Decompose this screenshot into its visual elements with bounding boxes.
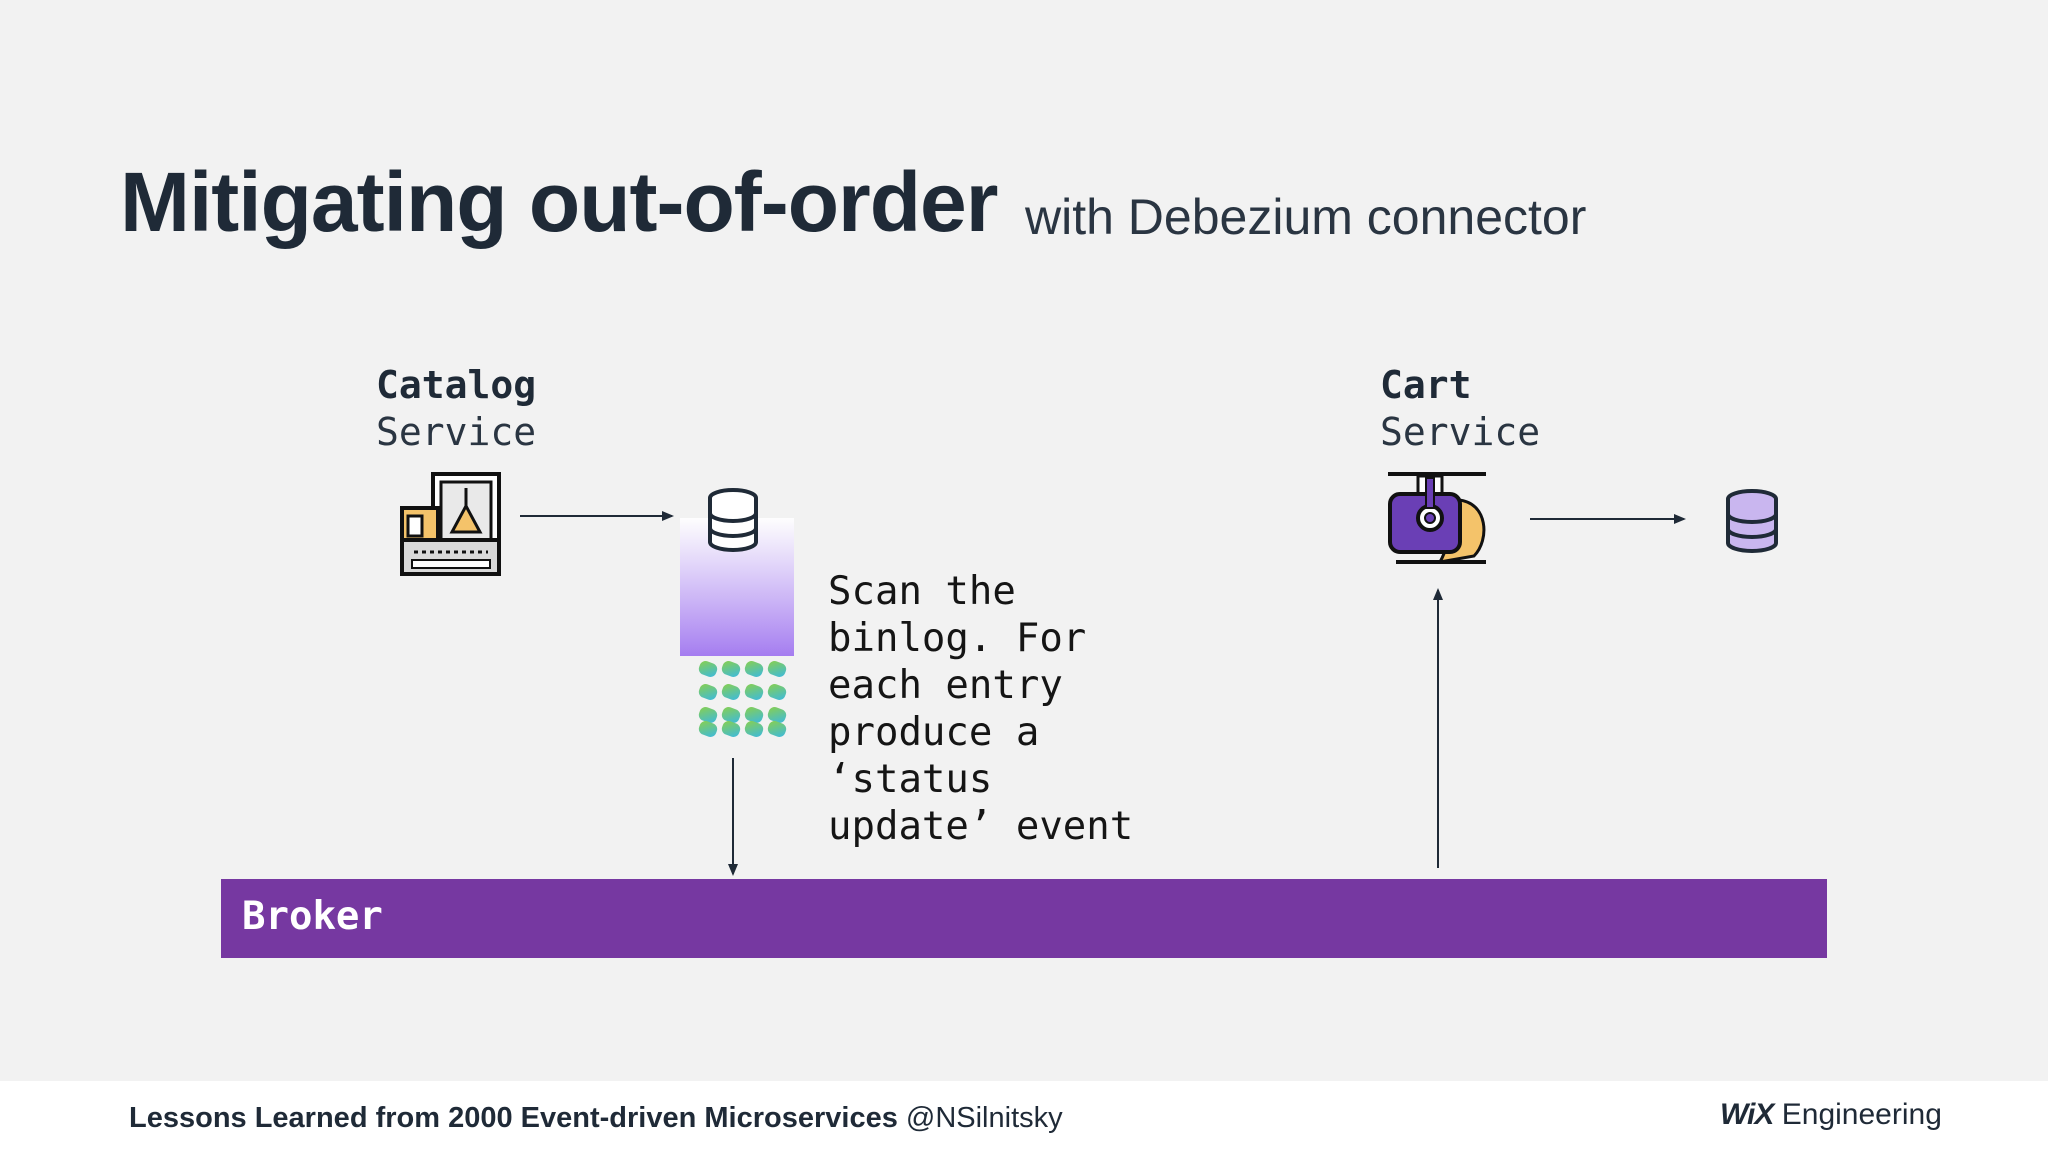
broker-bar (221, 879, 1827, 958)
slide-title: Mitigating out-of-order (120, 155, 998, 249)
twitter-handle: @NSilnitsky (905, 1102, 1063, 1134)
database-icon (708, 488, 758, 552)
cart-service-type: Service (1380, 410, 1541, 454)
broker-label: Broker (242, 894, 383, 939)
talk-title: Lessons Learned from 2000 Event-driven M… (129, 1102, 898, 1134)
factory-machine-icon (400, 472, 501, 576)
footer (0, 1081, 2048, 1152)
wix-logo: WiX (1720, 1098, 1774, 1131)
debezium-icon (698, 661, 787, 737)
wix-engineering-logo: WiX Engineering (1720, 1100, 1942, 1130)
binlog-note: Scan the binlog. For each entry produce … (828, 569, 1134, 849)
database-icon (1726, 489, 1778, 553)
catalog-service-name: Catalog (376, 363, 537, 407)
catalog-service-type: Service (376, 410, 537, 454)
cart-robot-icon (1388, 472, 1486, 565)
footer-talk-title: Lessons Learned from 2000 Event-driven M… (129, 1104, 1063, 1133)
slide-subtitle: with Debezium connector (1025, 189, 1587, 245)
engineering-label: Engineering (1781, 1098, 1942, 1131)
cart-service-name: Cart (1380, 363, 1472, 407)
